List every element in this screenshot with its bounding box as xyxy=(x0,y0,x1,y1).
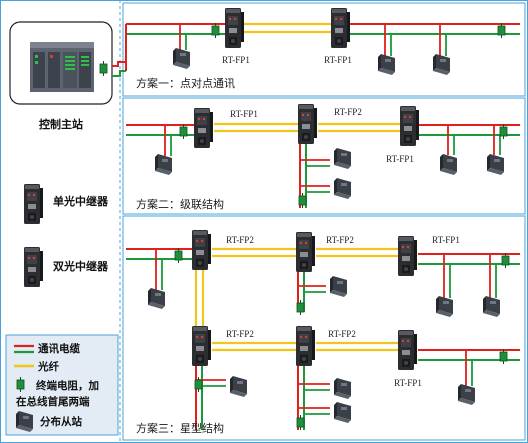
scheme-3: RT-FP2 RT-FP2 RT-FP1 RT-FP2 RT-FP2 RT-FP… xyxy=(126,230,520,435)
slave-station-icon xyxy=(433,54,450,75)
scheme-1-frame xyxy=(122,2,526,97)
device-label: RT-FP1 xyxy=(324,55,352,65)
legend-fiber-label: 光纤 xyxy=(37,360,59,373)
scheme-2-title: 方案二：级联结构 xyxy=(136,197,224,211)
terminator-icon xyxy=(211,22,220,39)
slave-station-icon xyxy=(173,48,190,69)
device-label: RT-FP2 xyxy=(226,329,254,339)
device-label: RT-FP2 xyxy=(328,329,356,339)
slave-station-icon xyxy=(334,178,351,199)
repeater-icon xyxy=(24,247,43,287)
single-repeater-legend: 单光中继器 xyxy=(24,184,109,224)
slave-station-icon xyxy=(378,54,395,75)
scheme-2: RT-FP1 RT-FP2 RT-FP1 方案二：级联结构 xyxy=(126,104,520,211)
scheme-1-title: 方案一：点对点通讯 xyxy=(136,76,235,90)
slave-station-icon xyxy=(436,296,453,317)
slave-station-icon xyxy=(487,154,504,175)
slave-station-icon xyxy=(334,378,351,399)
legend: 通讯电缆 光纤 终端电阻，加 在总线首尾两端 分布从站 xyxy=(5,334,119,436)
legend-cable-label: 通讯电缆 xyxy=(38,342,80,355)
device-label: RT-FP1 xyxy=(394,378,422,388)
terminator-icon xyxy=(499,123,508,140)
legend-terminator-label-2: 在总线首尾两端 xyxy=(16,395,90,408)
slave-station-icon xyxy=(230,376,247,397)
slave-station-icon xyxy=(440,154,457,175)
slave-station-icon xyxy=(483,296,500,317)
slave-station-icon xyxy=(148,288,165,309)
device-label: RT-FP2 xyxy=(226,235,254,245)
repeater-icon xyxy=(398,330,417,370)
master-station-panel: 控制主站 xyxy=(9,21,113,131)
slave-station-icon xyxy=(155,154,172,175)
repeater-icon xyxy=(298,104,317,144)
repeater-icon xyxy=(192,230,211,270)
repeater-icon xyxy=(194,108,213,148)
slave-station-icon xyxy=(334,402,351,423)
repeater-icon xyxy=(398,236,417,276)
dual-repeater-label: 双光中继器 xyxy=(53,259,109,273)
scheme-2-frame xyxy=(122,97,526,215)
device-label: RT-FP1 xyxy=(222,55,250,65)
repeater-icon xyxy=(24,184,43,224)
device-label: RT-FP1 xyxy=(432,235,460,245)
terminator-icon xyxy=(174,247,183,264)
master-cable-green xyxy=(112,70,126,77)
terminator-icon xyxy=(497,22,506,39)
slave-station-icon xyxy=(330,276,347,297)
device-label: RT-FP2 xyxy=(326,235,354,245)
dual-repeater-legend: 双光中继器 xyxy=(24,247,109,287)
terminator-icon xyxy=(179,123,188,140)
repeater-icon xyxy=(400,106,419,146)
slave-station-icon xyxy=(334,148,351,169)
terminator-icon xyxy=(501,252,510,269)
device-label: RT-FP2 xyxy=(334,107,362,117)
master-station-label: 控制主站 xyxy=(39,117,83,131)
plc-icon xyxy=(30,42,94,92)
repeater-icon xyxy=(331,8,350,48)
legend-slave-label: 分布从站 xyxy=(40,415,82,428)
device-label: RT-FP1 xyxy=(230,109,258,119)
repeater-icon xyxy=(225,8,244,48)
scheme-1: RT-FP1 RT-FP1 方案一：点对点通讯 xyxy=(112,8,520,90)
slave-station-icon xyxy=(458,384,475,405)
scheme-3-frame xyxy=(122,215,526,441)
terminator-icon xyxy=(499,348,508,365)
single-repeater-label: 单光中继器 xyxy=(53,194,109,208)
device-label: RT-FP1 xyxy=(386,154,414,164)
scheme-3-title: 方案三：星型结构 xyxy=(136,421,224,435)
repeater-icon xyxy=(192,326,211,366)
master-cable-red xyxy=(112,61,126,67)
repeater-icon xyxy=(296,232,315,272)
legend-terminator-label-1: 终端电阻，加 xyxy=(36,379,99,392)
repeater-icon xyxy=(296,326,315,366)
